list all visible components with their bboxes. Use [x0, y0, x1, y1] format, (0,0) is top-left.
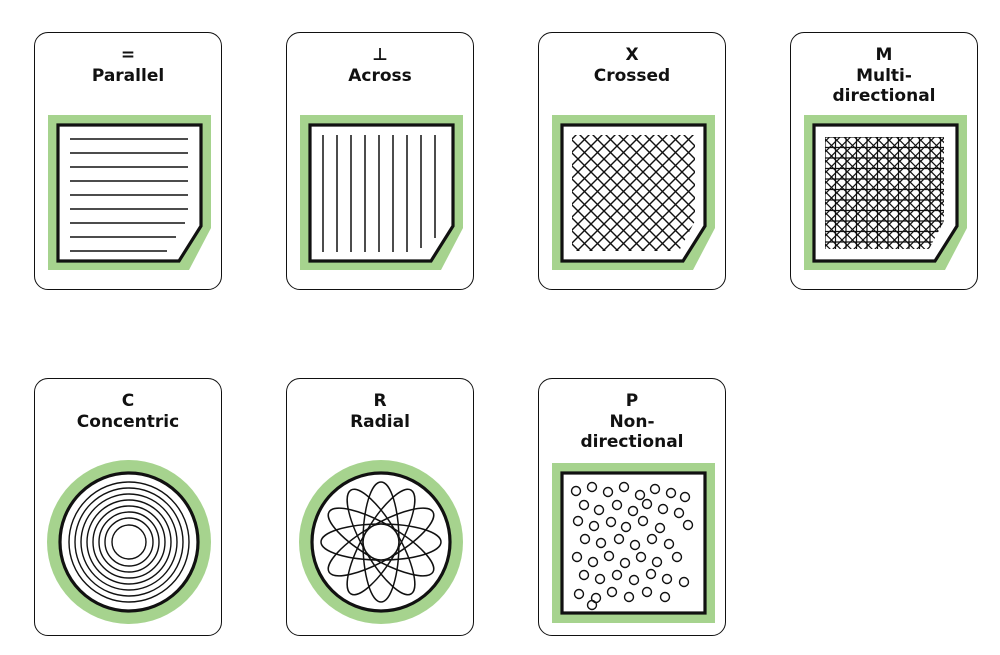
across-pattern-icon [300, 115, 463, 270]
card-symbol: = [120, 45, 136, 65]
card-multidirectional: M Multi- directional [790, 32, 978, 290]
card-label: Crossed [593, 66, 671, 86]
multidirectional-pattern-icon [804, 115, 967, 270]
card-symbol: P [625, 391, 639, 411]
crossed-pattern-icon [552, 115, 715, 270]
card-crossed: X Crossed [538, 32, 726, 290]
card-symbol: M [875, 45, 893, 65]
card-radial: R Radial [286, 378, 474, 636]
parallel-pattern-icon [48, 115, 211, 270]
card-symbol: C [121, 391, 135, 411]
card-symbol: X [625, 45, 639, 65]
radial-pattern-icon [299, 460, 463, 624]
card-label: Non- directional [580, 412, 684, 452]
card-label: Radial [350, 412, 410, 432]
concentric-pattern-icon [47, 460, 211, 624]
card-label: Concentric [76, 412, 180, 432]
card-across: ⊥ Across [286, 32, 474, 290]
card-label: Across [348, 66, 412, 86]
card-concentric: C Concentric [34, 378, 222, 636]
card-symbol: R [373, 391, 387, 411]
card-symbol: ⊥ [372, 45, 388, 65]
card-parallel: = Parallel [34, 32, 222, 290]
multi-lines [825, 137, 944, 249]
card-label: Multi- directional [832, 66, 936, 106]
nondirectional-pattern-icon [552, 463, 715, 623]
card-label: Parallel [91, 66, 165, 86]
card-nondirectional: P Non- directional [538, 378, 726, 636]
